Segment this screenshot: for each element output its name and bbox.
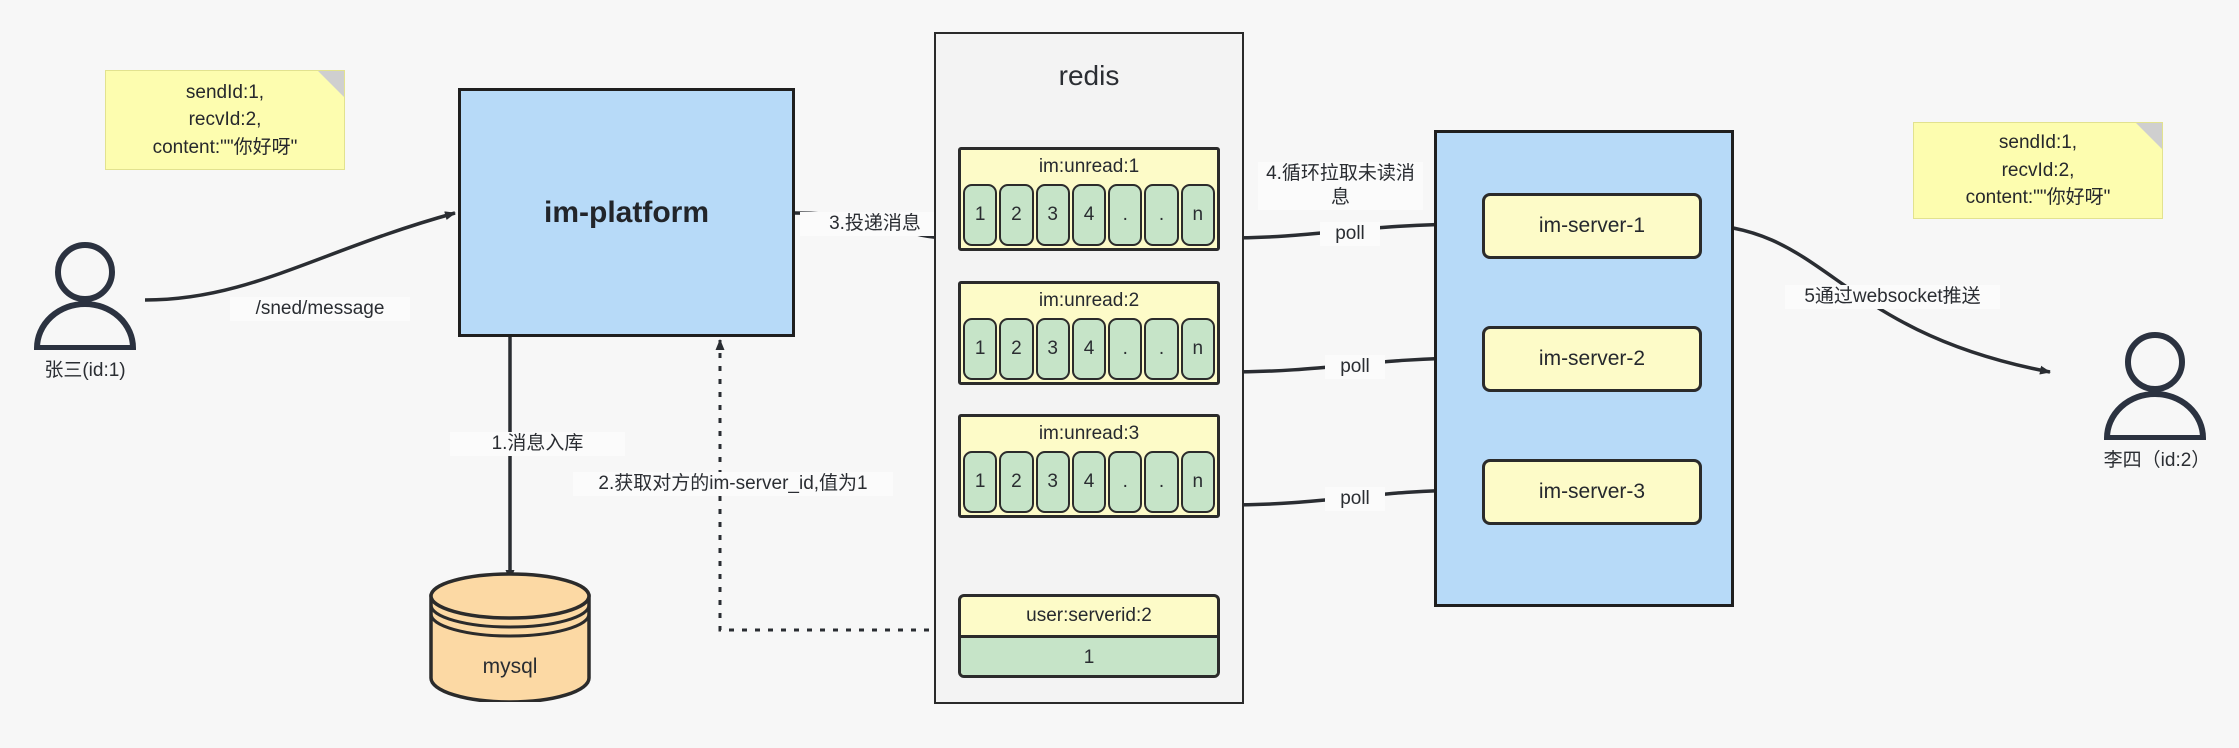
queue-cell: 1 [963, 184, 998, 246]
queue-cells: 1 2 3 4 . . n [961, 184, 1217, 248]
note-fold-corner-icon [2136, 123, 2162, 149]
mysql-database[interactable] [425, 572, 595, 704]
kv-key-label: user:serverid:2 [1026, 605, 1152, 626]
queue-cell: . [1144, 451, 1179, 513]
im-server-1-box[interactable]: im-server-1 [1482, 193, 1702, 259]
im-server-2-box[interactable]: im-server-2 [1482, 326, 1702, 392]
queue-cell: . [1144, 184, 1179, 246]
im-platform-box[interactable]: im-platform [458, 88, 795, 337]
queue-cell: 3 [1035, 184, 1070, 246]
queue-cell: 4 [1071, 184, 1107, 246]
note-right-text: sendId:1, recvId:2, content:""你好呀" [1965, 132, 2111, 209]
note-right-message-payload: sendId:1, recvId:2, content:""你好呀" [1913, 122, 2163, 219]
queue-cell: . [1108, 451, 1143, 513]
user-icon [33, 242, 137, 351]
queue-cell: n [1180, 184, 1215, 246]
queue-cells: 1 2 3 4 . . n [961, 451, 1217, 515]
edge-label-step5: 5通过websocket推送 [1785, 285, 2000, 309]
edge-label-poll-3: poll [1325, 487, 1385, 511]
database-cylinder-icon [429, 572, 591, 704]
edge-label-step3: 3.投递消息 [800, 212, 950, 236]
redis-queue-im-unread-1[interactable]: im:unread:1 1 2 3 4 . . n [958, 147, 1220, 251]
edge-label-poll-2: poll [1325, 355, 1385, 379]
queue-key-label: im:unread:2 [1038, 290, 1140, 311]
mysql-label: mysql [482, 655, 538, 678]
queue-cell: 1 [963, 451, 998, 513]
avatar-receiver [2095, 330, 2215, 441]
actor-label-receiver: 李四（id:2） [2103, 450, 2211, 471]
avatar-sender [25, 240, 145, 351]
redis-queue-im-unread-3[interactable]: im:unread:3 1 2 3 4 . . n [958, 414, 1220, 518]
queue-cell: 2 [999, 318, 1034, 380]
redis-container: redis im:unread:1 1 2 3 4 . . n im:unrea… [934, 32, 1244, 704]
im-server-3-box[interactable]: im-server-3 [1482, 459, 1702, 525]
queue-cell: . [1144, 318, 1179, 380]
redis-kv-user-serverid[interactable]: user:serverid:2 1 [958, 594, 1220, 678]
queue-cell: 2 [999, 451, 1034, 513]
im-server-3-label: im-server-3 [1538, 480, 1646, 503]
edge-label-step4: 4.循环拉取未读消 息 [1258, 162, 1423, 210]
note-fold-corner-icon [318, 71, 344, 97]
edge-label-step2: 2.获取对方的im-server_id,值为1 [573, 472, 893, 496]
queue-cell: 1 [963, 318, 998, 380]
queue-cell: n [1180, 318, 1215, 380]
queue-cell: . [1108, 184, 1143, 246]
queue-cell: 3 [1035, 318, 1070, 380]
im-platform-label: im-platform [544, 195, 709, 229]
queue-cell: n [1180, 451, 1215, 513]
im-server-2-label: im-server-2 [1538, 347, 1646, 370]
redis-queue-im-unread-2[interactable]: im:unread:2 1 2 3 4 . . n [958, 281, 1220, 385]
edge-label-step1: 1.消息入库 [450, 432, 625, 456]
queue-cells: 1 2 3 4 . . n [961, 318, 1217, 382]
actor-label-sender: 张三(id:1) [44, 360, 126, 381]
queue-cell: 3 [1035, 451, 1070, 513]
queue-cell: 2 [999, 184, 1034, 246]
redis-title: redis [1058, 60, 1120, 91]
queue-key-label: im:unread:1 [1038, 156, 1140, 177]
user-icon [2103, 332, 2207, 441]
edge-label-send-message: /sned/message [230, 297, 410, 321]
note-left-message-payload: sendId:1, recvId:2, content:""你好呀" [105, 70, 345, 170]
queue-cell: 4 [1071, 451, 1107, 513]
queue-key-label: im:unread:3 [1038, 423, 1140, 444]
kv-value: 1 [961, 635, 1217, 675]
queue-cell: . [1108, 318, 1143, 380]
im-server-group: im-server-1 im-server-2 im-server-3 [1434, 130, 1734, 607]
queue-cell: 4 [1071, 318, 1107, 380]
im-server-1-label: im-server-1 [1538, 214, 1646, 237]
note-left-text: sendId:1, recvId:2, content:""你好呀" [152, 81, 298, 158]
edge-label-poll-1: poll [1320, 222, 1380, 246]
